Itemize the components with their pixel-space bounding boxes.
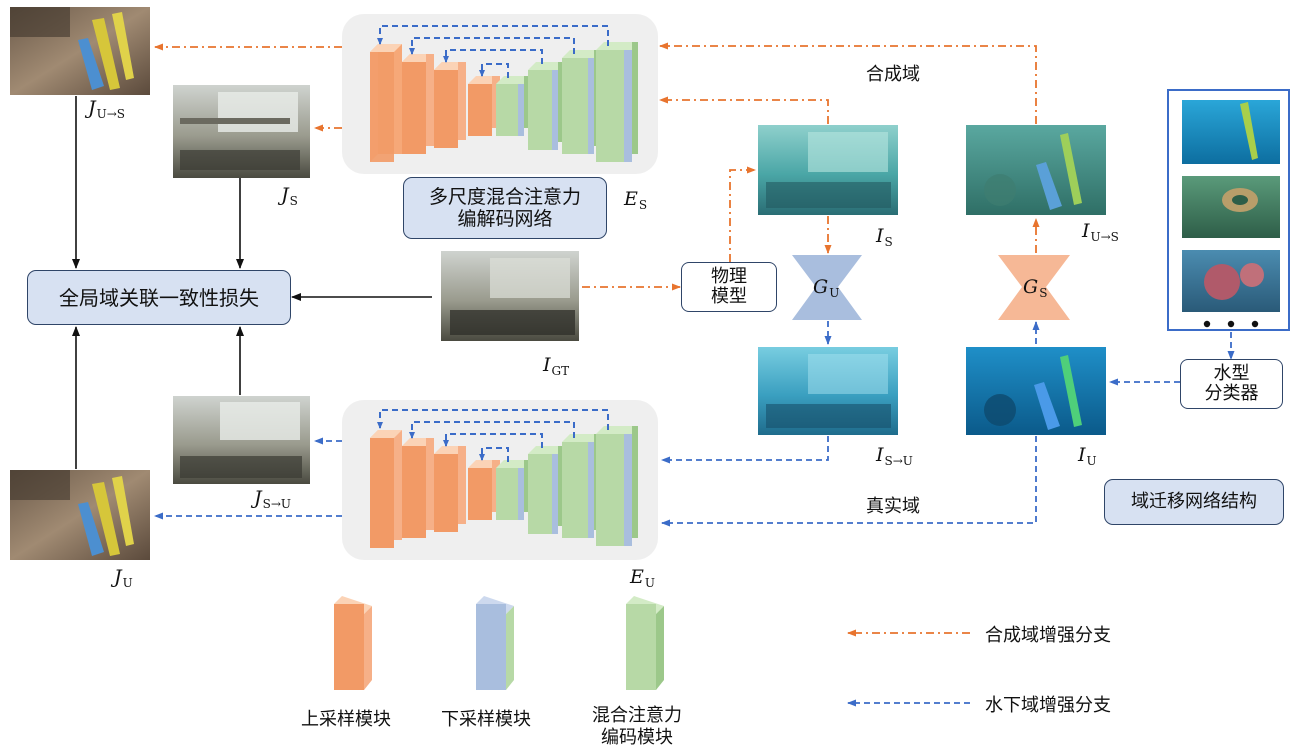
image-j-s — [173, 85, 310, 178]
symbol-g-s: GS — [1023, 276, 1048, 300]
physical-model-box: 物理 模型 — [681, 262, 777, 312]
global-loss-box: 全局域关联一致性损失 — [27, 270, 291, 325]
image-j-u-to-s — [10, 7, 150, 95]
encoder-network-line2: 编解码网络 — [457, 208, 553, 230]
symbol-i-u-to-s: IU→S — [1082, 220, 1119, 244]
generator-g-u — [792, 255, 862, 320]
image-j-s-to-u — [173, 396, 310, 484]
symbol-j-u: JU — [114, 566, 133, 590]
symbol-g-u: GU — [813, 276, 840, 300]
loss-arrows — [72, 96, 432, 469]
symbol-j-s: JS — [281, 184, 298, 208]
symbol-i-gt: IGT — [543, 354, 570, 378]
real-domain-label: 真实域 — [866, 496, 920, 517]
water-classifier-box: 水型 分类器 — [1180, 359, 1283, 409]
legend-downsample-block — [476, 596, 514, 690]
encoder-es-blocks — [370, 42, 638, 162]
synthetic-domain-label: 合成域 — [866, 64, 920, 85]
symbol-e-u: EU — [630, 566, 655, 590]
legend-attention-label: 混合注意力 编码模块 — [592, 705, 682, 749]
sample-image-1 — [1182, 100, 1280, 164]
image-i-s-to-u — [758, 347, 898, 435]
encoder-eu-blocks — [370, 426, 638, 548]
encoder-network-line1: 多尺度混合注意力 — [428, 186, 581, 208]
underwater-branch-arrows — [154, 321, 1235, 527]
legend-downsample-label: 下采样模块 — [441, 709, 531, 730]
symbol-i-s-to-u: IS→U — [876, 444, 913, 468]
legend-attention-line1: 混合注意力 — [592, 705, 682, 726]
legend-upsample-block — [334, 596, 372, 690]
encoder-es-skips — [377, 25, 609, 78]
legend-attention-line2: 编码模块 — [601, 727, 673, 748]
symbol-e-s: ES — [624, 188, 648, 212]
water-classifier-line2: 分类器 — [1204, 383, 1259, 404]
water-classifier-line1: 水型 — [1213, 363, 1250, 384]
encoder-eu-skips — [377, 409, 609, 462]
domain-transfer-box: 域迁移网络结构 — [1104, 479, 1284, 525]
physical-model-line2: 模型 — [711, 286, 747, 307]
image-i-s — [758, 125, 898, 215]
generator-g-s — [998, 255, 1070, 320]
legend-upsample-label: 上采样模块 — [301, 709, 391, 730]
image-j-u — [10, 470, 150, 560]
symbol-j-u-to-s: JU→S — [88, 97, 126, 121]
synthetic-branch-arrows — [154, 42, 1040, 291]
legend-attention-block — [626, 596, 664, 690]
symbol-j-s-to-u: JS→U — [254, 487, 292, 511]
physical-model-line1: 物理 — [711, 266, 747, 287]
symbol-i-u: IU — [1078, 444, 1097, 468]
ellipsis-dot — [1227, 320, 1235, 328]
ellipsis-dot — [1251, 320, 1259, 328]
image-i-u — [966, 347, 1106, 435]
image-i-gt — [441, 251, 579, 341]
legend-synthetic-branch-label: 合成域增强分支 — [985, 625, 1111, 646]
encoder-network-box: 多尺度混合注意力 编解码网络 — [403, 177, 607, 239]
ellipsis-dot — [1203, 320, 1211, 328]
legend-underwater-branch-label: 水下域增强分支 — [985, 695, 1111, 716]
symbol-i-s: IS — [876, 225, 893, 249]
image-i-u-to-s — [966, 125, 1106, 215]
